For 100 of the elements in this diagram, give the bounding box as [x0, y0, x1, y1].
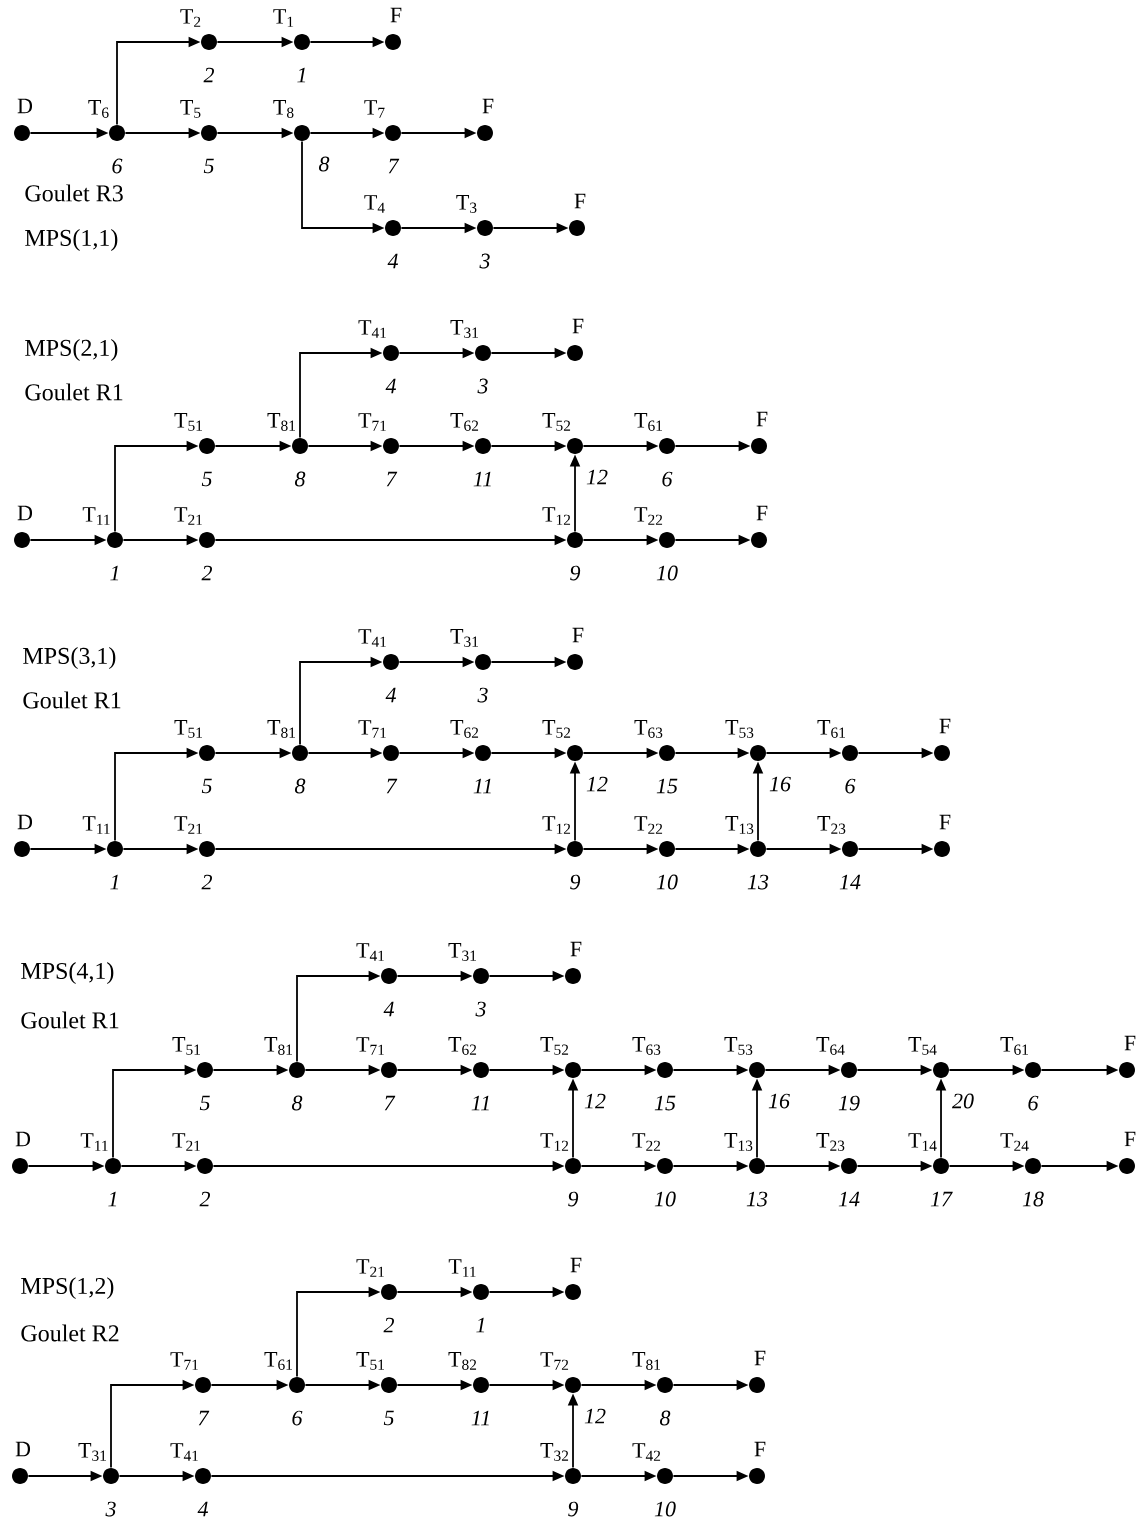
node-number: 1	[110, 565, 119, 581]
node-number: 9	[570, 565, 581, 581]
node-label: F	[570, 941, 582, 957]
node-number: 4	[385, 687, 396, 703]
node-number: 11	[473, 778, 491, 794]
edge-label: T$_{51}$	[174, 720, 202, 738]
edge-label: T$_{62}$	[450, 720, 479, 738]
edge-label: T$_{21}$	[174, 507, 202, 525]
edge-label: T$_{21}$	[356, 1259, 384, 1277]
edge-label: T$_{32}$	[540, 1443, 569, 1461]
node-number: 19	[838, 1095, 860, 1111]
edge-label: T$_{52}$	[542, 720, 571, 738]
edge-label: T$_{62}$	[450, 413, 479, 431]
node-number: 9	[568, 1191, 579, 1207]
edge-label: T$_{14}$	[908, 1133, 937, 1151]
node-number: 17	[930, 1191, 953, 1207]
edge-label: T$_{51}$	[356, 1352, 384, 1370]
node-number: 18	[1022, 1191, 1044, 1207]
node-number: 12	[584, 1093, 606, 1109]
edge-label: T$_{71}$	[358, 720, 386, 738]
node-number: 14	[839, 874, 861, 890]
node-label: D	[17, 98, 33, 114]
edge-label: T$_{2}$	[180, 9, 201, 27]
edge-label: T$_{81}$	[632, 1352, 660, 1370]
node-label: F	[1124, 1035, 1136, 1051]
edge-label: T$_{22}$	[632, 1133, 661, 1151]
node-number: 8	[294, 471, 306, 487]
node-number: 2	[203, 67, 214, 83]
edge-label: T$_{52}$	[542, 413, 571, 431]
edge-label: T$_{12}$	[542, 816, 571, 834]
edge-label: T$_{64}$	[816, 1037, 845, 1055]
diagram-label: MPS(2,1)	[25, 339, 118, 361]
node-number: 5	[201, 471, 212, 487]
node-number: 8	[318, 156, 330, 172]
node-number: 2	[201, 874, 212, 890]
node-number: 13	[746, 1191, 768, 1207]
edge-label: T$_{12}$	[542, 507, 571, 525]
node-number: 6	[112, 158, 123, 174]
node-number: 15	[656, 778, 678, 794]
edge-label: T$_{22}$	[634, 816, 663, 834]
node-label: F	[756, 411, 768, 427]
node-number: 1	[476, 1317, 485, 1333]
edge-label: T$_{72}$	[540, 1352, 569, 1370]
node-number: 6	[662, 471, 673, 487]
edge-label: T$_{53}$	[725, 720, 754, 738]
edge-label: T$_{23}$	[817, 816, 846, 834]
edge-label: T$_{11}$	[82, 507, 110, 525]
node-number: 15	[654, 1095, 676, 1111]
edge-label: T$_{82}$	[448, 1352, 477, 1370]
node-label: F	[572, 318, 584, 334]
node-number: 8	[291, 1095, 303, 1111]
edge-label: T$_{11}$	[80, 1133, 108, 1151]
edge-label: T$_{11}$	[82, 816, 110, 834]
node-label: F	[574, 193, 586, 209]
node-label: D	[17, 505, 33, 521]
node-label: F	[754, 1441, 766, 1457]
node-number: 5	[203, 158, 214, 174]
node-number: 2	[201, 565, 212, 581]
node-number: 7	[386, 778, 398, 794]
edge-label: T$_{41}$	[170, 1443, 198, 1461]
node-number: 3	[477, 378, 488, 394]
edge-label: T$_{21}$	[174, 816, 202, 834]
edge-label: T$_{71}$	[170, 1352, 198, 1370]
node-label: D	[15, 1131, 31, 1147]
node-number: 9	[570, 874, 581, 890]
edge-label: T$_{7}$	[364, 100, 385, 118]
edge-label: T$_{52}$	[540, 1037, 569, 1055]
diagram-label: Goulet R1	[23, 691, 121, 709]
node-number: 10	[656, 874, 678, 890]
edge-label: T$_{63}$	[634, 720, 663, 738]
node-number: 3	[477, 687, 488, 703]
node-label: F	[756, 505, 768, 521]
node-label: F	[754, 1350, 766, 1366]
edge-label: T$_{22}$	[634, 507, 663, 525]
node-number: 7	[388, 158, 400, 174]
edge-label: T$_{54}$	[908, 1037, 937, 1055]
node-number: 4	[387, 253, 398, 269]
node-label: F	[939, 718, 951, 734]
node-number: 4	[385, 378, 396, 394]
edge-label: T$_{13}$	[725, 816, 754, 834]
node-number: 11	[471, 1095, 489, 1111]
node-label: F	[1124, 1131, 1136, 1147]
node-number: 7	[198, 1410, 210, 1426]
node-number: 5	[383, 1410, 394, 1426]
edge-label: T$_{81}$	[264, 1037, 292, 1055]
node-number: 10	[654, 1501, 676, 1517]
diagram-label: MPS(3,1)	[23, 647, 116, 669]
edge-label: T$_{61}$	[634, 413, 662, 431]
edge-label: T$_{31}$	[450, 320, 478, 338]
node-number: 3	[475, 1001, 486, 1017]
edge-label: T$_{8}$	[273, 100, 294, 118]
edge-label: T$_{24}$	[1000, 1133, 1029, 1151]
edge-label: T$_{3}$	[456, 195, 477, 213]
edge-label: T$_{41}$	[358, 320, 386, 338]
diagram-label: MPS(1,1)	[25, 229, 118, 251]
node-number: 12	[584, 1408, 606, 1424]
edge-label: T$_{51}$	[174, 413, 202, 431]
node-number: 3	[479, 253, 490, 269]
edge-label: T$_{61}$	[817, 720, 845, 738]
node-number: 11	[471, 1410, 489, 1426]
